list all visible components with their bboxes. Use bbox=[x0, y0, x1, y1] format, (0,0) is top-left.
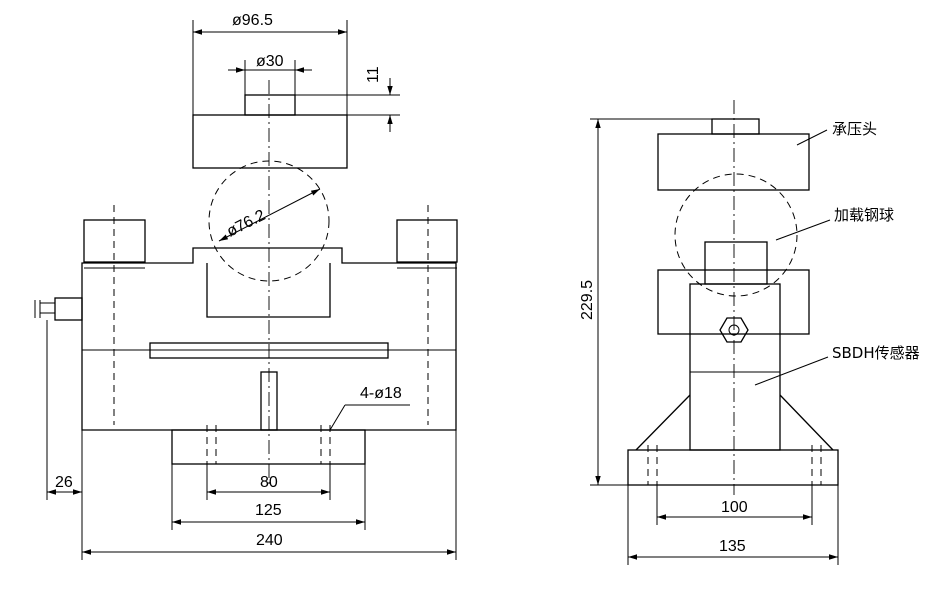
side-sensor-body bbox=[689, 283, 781, 451]
label-steel-ball: 加载钢球 bbox=[834, 206, 894, 224]
top-cap bbox=[192, 114, 348, 169]
dim-hole-spacing: 80 bbox=[260, 474, 278, 491]
right-post bbox=[396, 219, 458, 263]
dim-side-100: 100 bbox=[721, 499, 748, 516]
dim-cap-diameter: ø96.5 bbox=[232, 12, 273, 29]
cable-connector bbox=[54, 297, 83, 321]
side-base bbox=[627, 449, 839, 486]
side-lower-block bbox=[657, 269, 810, 335]
side-steel-ball bbox=[674, 173, 798, 297]
center-pocket bbox=[206, 263, 331, 318]
dim-overall: 240 bbox=[256, 532, 283, 549]
dim-ball-diameter: ø76.2 bbox=[224, 207, 268, 241]
dim-pin-height: 11 bbox=[365, 66, 382, 83]
side-neck bbox=[704, 241, 768, 285]
label-pressure-head: 承压头 bbox=[832, 120, 877, 138]
dim-height: 229.5 bbox=[579, 280, 596, 320]
top-pin bbox=[244, 94, 296, 116]
dim-offset: 26 bbox=[55, 474, 73, 491]
dim-mount-holes: 4-ø18 bbox=[360, 385, 402, 402]
side-view: 229.5 100 135 承压头 加载钢球 SBDH传感器 bbox=[579, 100, 920, 565]
front-view: ø96.5 ø30 11 ø76.2 4-ø18 26 80 125 bbox=[34, 12, 458, 560]
dim-side-135: 135 bbox=[719, 538, 746, 555]
dim-pin-diameter: ø30 bbox=[256, 53, 284, 70]
side-pressure-head bbox=[657, 133, 810, 191]
dim-base: 125 bbox=[255, 502, 282, 519]
base-plate bbox=[171, 429, 366, 465]
side-nut bbox=[719, 317, 749, 343]
label-sensor: SBDH传感器 bbox=[832, 344, 920, 362]
side-top-pin bbox=[711, 118, 760, 135]
ball-diameter-dim bbox=[218, 188, 321, 242]
